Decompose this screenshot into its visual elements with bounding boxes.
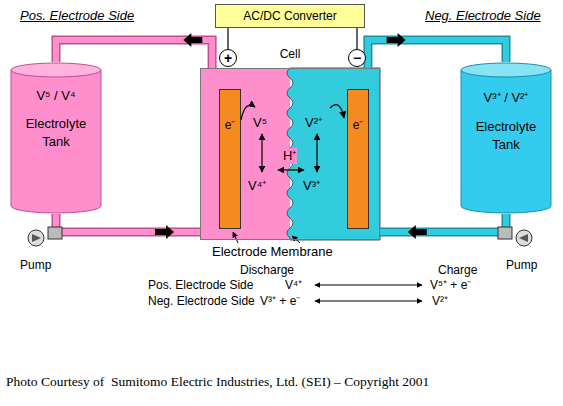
terminal-circle-text: − — [353, 51, 361, 65]
pump-symbol — [519, 234, 528, 242]
reaction-side: Pos. Electrode Side — [148, 278, 253, 292]
positive-half — [200, 68, 290, 240]
valve-body — [48, 227, 62, 239]
ion-label: V²⁺ — [305, 115, 322, 131]
electrolyte-pipe — [56, 214, 200, 239]
ion-label: V⁴⁺ — [248, 178, 266, 194]
part-label: Electrode Membrane — [212, 244, 333, 260]
reaction-term: V³⁺ + e⁻ — [260, 294, 300, 308]
terminal-circle: + — [219, 49, 237, 67]
tank-top — [11, 63, 101, 77]
redox-arrow — [261, 134, 262, 172]
lead-wire — [228, 28, 229, 49]
pipe-outline — [56, 214, 200, 232]
cell-box-text: Cell — [201, 47, 379, 61]
electrolyte-tank: V³⁺ / V²⁺ Electrolyte Tank — [460, 62, 552, 214]
reaction-term: V²⁺ — [432, 294, 448, 308]
reaction-term: V⁴⁺ — [285, 278, 302, 292]
tank-top — [461, 63, 551, 77]
terminal-circle: − — [348, 49, 366, 67]
lead-wire — [357, 28, 358, 49]
leader-line — [233, 232, 238, 243]
negative-half-membrane — [287, 68, 380, 240]
converter-box: AC/DC Converter — [215, 4, 365, 28]
tank-body — [11, 70, 101, 213]
pipe-fill — [56, 214, 200, 232]
side-heading: Neg. Electrode Side — [425, 8, 541, 24]
proton-arrow — [278, 169, 304, 170]
reaction-term: V⁵⁺ + e⁻ — [430, 278, 471, 292]
converter-box-text: AC/DC Converter — [243, 9, 336, 23]
pump-label: Pump — [20, 258, 51, 272]
pump-symbol — [32, 234, 41, 242]
flow-arrow — [155, 225, 174, 239]
flow-arrow — [387, 33, 406, 47]
valve-body — [498, 227, 512, 239]
ion-label: V⁵ — [253, 115, 267, 131]
electrolyte-pipe — [380, 214, 506, 239]
tank-body — [461, 70, 551, 213]
electrolyte-tank: V⁵ / V⁴ Electrolyte Tank — [10, 62, 102, 214]
electrode-plate-text: e⁻ — [348, 116, 368, 133]
pipe-outline — [380, 214, 506, 232]
electrode-plate-text: e⁻ — [220, 116, 240, 133]
electrolyte-pipe — [368, 33, 506, 68]
direction-label: Charge — [438, 263, 477, 277]
direction-label: Discharge — [240, 263, 294, 277]
electrode-plate: e⁻ — [347, 89, 369, 229]
reaction-side: Neg. Electrode Side — [148, 294, 255, 308]
ion-label: V³⁺ — [303, 178, 320, 194]
lead-wire-line — [227, 28, 228, 49]
terminal-circle-text: + — [224, 51, 232, 65]
photo-credit: Photo Courtesy of Sumitomo Electric Indu… — [6, 374, 429, 390]
reaction-arrow — [315, 301, 422, 302]
electrode-plate: e⁻ — [219, 89, 241, 229]
pump-label: Pump — [506, 258, 537, 272]
tank-name: Electrolyte Tank — [467, 118, 545, 153]
side-heading: Pos. Electrode Side — [20, 8, 134, 24]
flow-arrow — [408, 225, 427, 239]
electron-arrow — [330, 105, 344, 118]
reaction-arrow — [315, 285, 422, 286]
flow-arrow — [183, 33, 202, 47]
pump-symbol — [516, 230, 532, 246]
pipe-fill — [380, 214, 506, 232]
ion-label: H⁺ — [282, 148, 297, 164]
electrolyte-pipe — [56, 33, 212, 68]
lead-wire-line — [356, 28, 357, 49]
tank-contents: V³⁺ / V²⁺ — [484, 88, 529, 106]
tank-contents: V⁵ / V⁴ — [36, 88, 75, 103]
pump-symbol — [28, 230, 44, 246]
electron-arrow — [241, 105, 255, 120]
redox-arrow — [316, 134, 317, 172]
tank-name: Electrolyte Tank — [17, 115, 95, 150]
